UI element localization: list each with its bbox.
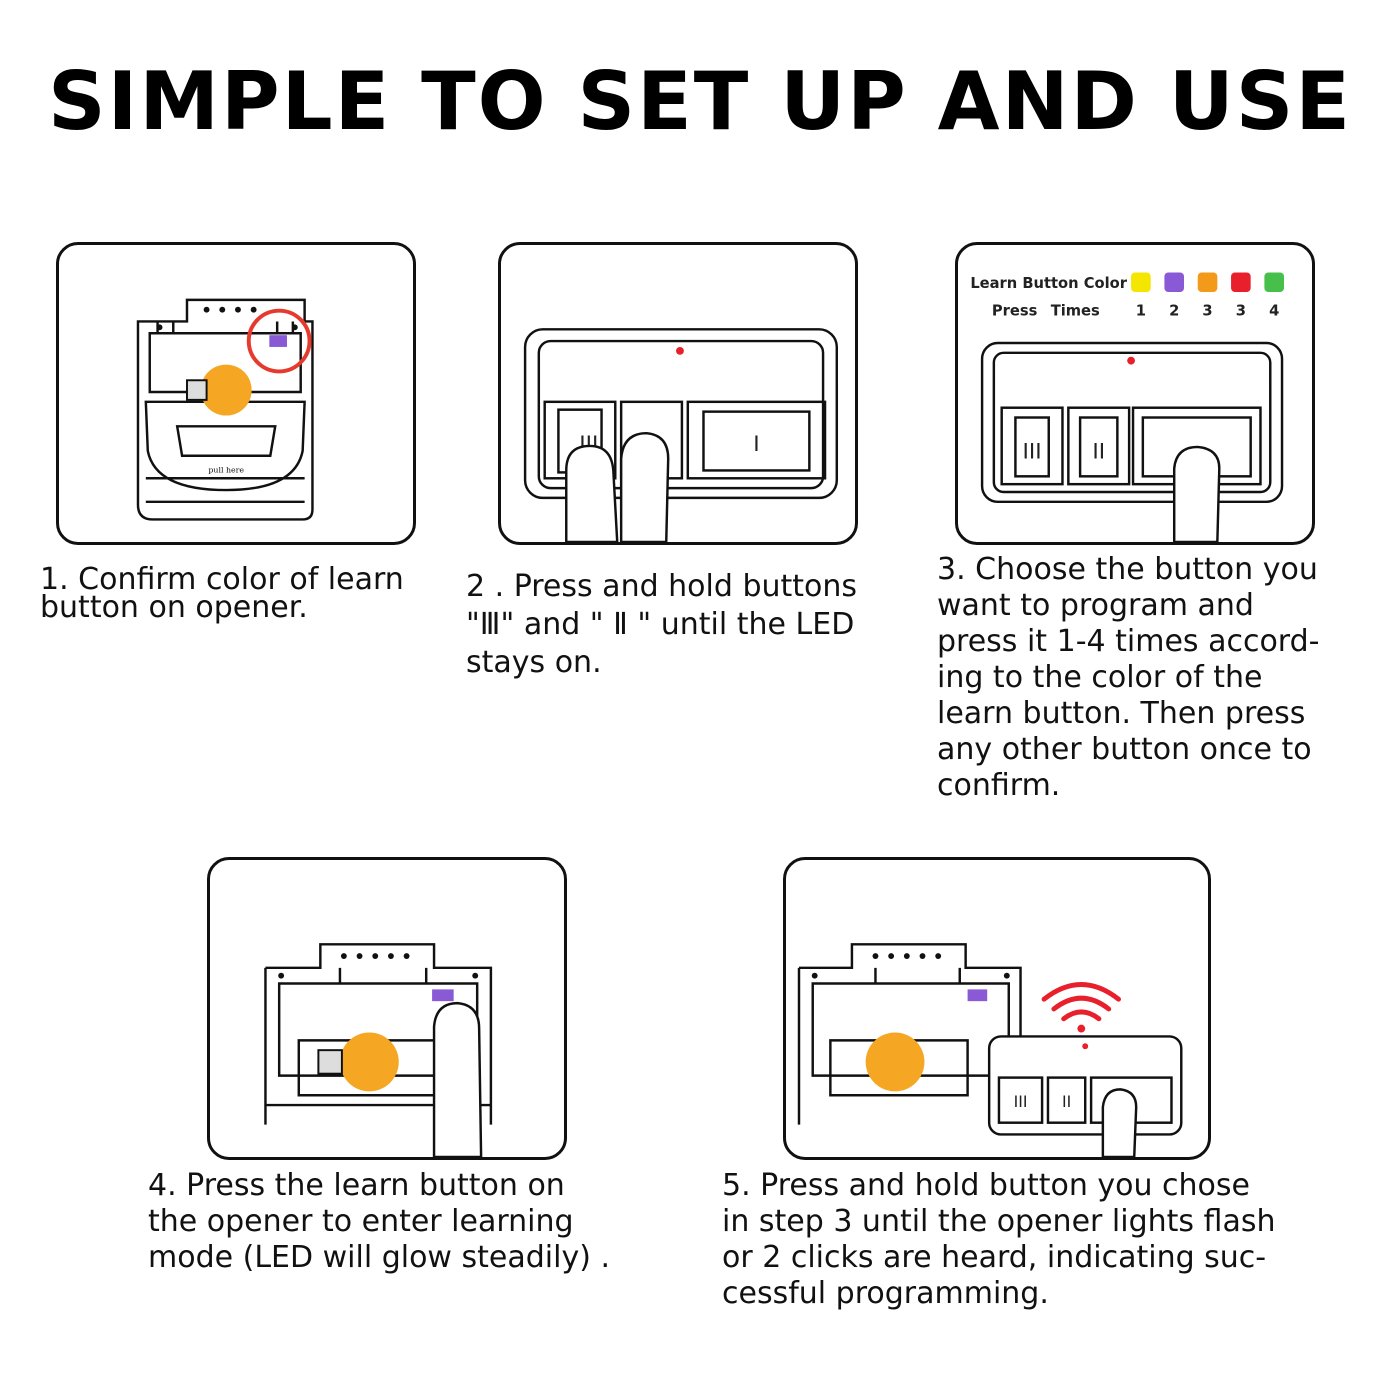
learn-button — [967, 989, 988, 1002]
step-5-caption: 5. Press and hold button you chose in st… — [722, 1168, 1276, 1311]
learn-button — [269, 335, 287, 347]
step-4-caption: 4. Press the learn button on the opener … — [148, 1168, 610, 1275]
step-3-caption: 3. Choose the button you want to program… — [937, 552, 1320, 803]
step-4-illustration — [207, 857, 567, 1160]
led-indicator — [1082, 1043, 1089, 1050]
wireless-signal-icon — [1041, 982, 1121, 1022]
times-4: 4 — [1269, 303, 1279, 320]
step-2-illustration: III II I — [498, 242, 858, 545]
page-title: SIMPLE TO SET UP AND USE — [47, 55, 1352, 148]
learn-button — [432, 989, 454, 1002]
swatch-orange — [1197, 272, 1218, 293]
learn-button-color-label: Learn Button Color — [970, 275, 1127, 292]
led-indicator — [1127, 356, 1135, 365]
button-2-label: II — [1092, 440, 1105, 465]
finger-icon — [432, 1001, 483, 1157]
step-1-caption: 1. Confirm color of learn button on open… — [40, 562, 404, 625]
opener-press-diagram — [264, 943, 493, 1157]
opener-diagram: pull here — [136, 298, 314, 521]
swatch-yellow — [1131, 272, 1151, 293]
step-2-caption: 2 . Press and hold buttons "Ⅲ" and " Ⅱ "… — [466, 569, 858, 680]
times-2: 2 — [1169, 303, 1179, 320]
signal-dot — [1077, 1024, 1086, 1033]
step-5-illustration: III II — [783, 857, 1211, 1160]
swatch-purple — [1164, 272, 1185, 293]
swatch-green — [1264, 272, 1284, 293]
color-legend-diagram: Learn Button Color Press Times 1 2 3 3 4… — [970, 272, 1284, 542]
pull-label: pull here — [208, 465, 244, 474]
times-label: Times — [1051, 303, 1100, 320]
remote-button-3-label: III — [1014, 1092, 1028, 1111]
button-3-label: III — [1023, 440, 1042, 465]
step-3-illustration: Learn Button Color Press Times 1 2 3 3 4… — [955, 242, 1315, 545]
highlight-circle — [246, 308, 312, 374]
times-3a: 3 — [1202, 303, 1212, 320]
remote-button-2-label: II — [1062, 1092, 1071, 1111]
swatch-red — [1231, 272, 1251, 293]
bulb-icon — [200, 364, 252, 416]
step-1-illustration: pull here — [56, 242, 416, 545]
opener-remote-diagram: III II — [797, 943, 1183, 1157]
button-1-label: I — [753, 432, 759, 457]
led-indicator — [676, 346, 684, 355]
times-3b: 3 — [1236, 303, 1246, 320]
press-label: Press — [992, 303, 1038, 320]
finger-icon — [1172, 445, 1221, 542]
finger-icon — [1101, 1088, 1138, 1157]
times-1: 1 — [1136, 303, 1146, 320]
keypad-diagram: III II I — [523, 328, 839, 542]
bulb-icon — [865, 1032, 925, 1092]
bulb-icon — [339, 1032, 399, 1092]
finger-icon — [565, 431, 670, 542]
